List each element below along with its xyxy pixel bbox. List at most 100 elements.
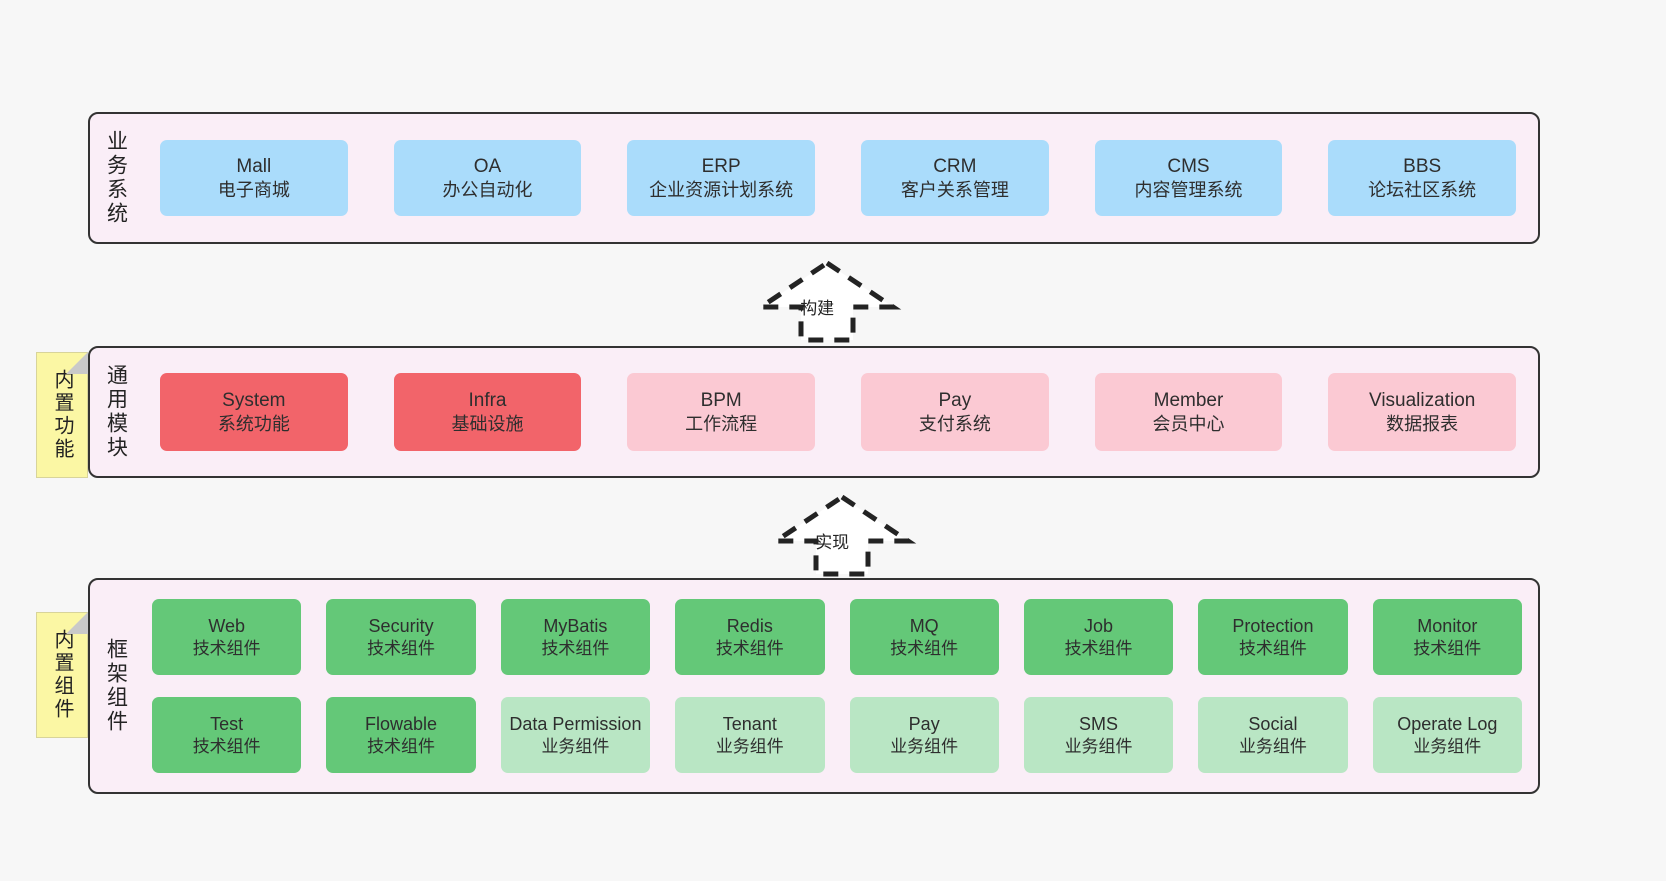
node-label-en: BPM xyxy=(700,389,742,411)
node-label-en: Member xyxy=(1153,389,1224,411)
arrow-implement: 实现 xyxy=(767,493,917,577)
node-label-en: BBS xyxy=(1403,155,1442,177)
node-label-en: Flowable xyxy=(365,713,438,734)
node-label-en: Monitor xyxy=(1417,615,1478,636)
node-pay-module[interactable]: Pay 支付系统 xyxy=(861,373,1049,451)
node-label-cn: 业务组件 xyxy=(715,736,784,756)
node-label-cn: 技术组件 xyxy=(1238,638,1307,658)
node-label-cn: 基础设施 xyxy=(451,413,524,434)
node-label-en: SMS xyxy=(1079,713,1119,734)
node-label-cn: 电子商城 xyxy=(217,179,290,200)
node-label-cn: 会员中心 xyxy=(1152,413,1225,434)
node-label-cn: 技术组件 xyxy=(1413,638,1482,658)
node-label-cn: 业务组件 xyxy=(541,736,610,756)
node-label-cn: 论坛社区系统 xyxy=(1368,179,1477,200)
layer-body-business-systems: Mall 电子商城 OA 办公自动化 ERP 企业资源计划系统 CRM 客户关系… xyxy=(142,114,1538,242)
layer-body-common-modules: System 系统功能 Infra 基础设施 BPM 工作流程 Pay 支付系统… xyxy=(142,348,1538,476)
node-social[interactable]: Social 业务组件 xyxy=(1198,697,1348,773)
node-label-cn: 技术组件 xyxy=(1064,638,1133,658)
node-label-en: System xyxy=(222,389,286,411)
node-redis[interactable]: Redis 技术组件 xyxy=(675,599,825,675)
layer-title-common-modules: 通用模块 xyxy=(104,364,128,460)
node-label-cn: 支付系统 xyxy=(918,413,991,434)
node-crm[interactable]: CRM 客户关系管理 xyxy=(861,140,1049,216)
node-web[interactable]: Web 技术组件 xyxy=(152,599,302,675)
node-bbs[interactable]: BBS 论坛社区系统 xyxy=(1328,140,1516,216)
node-label-en: CMS xyxy=(1167,155,1210,177)
node-label-cn: 内容管理系统 xyxy=(1134,179,1243,200)
node-oa[interactable]: OA 办公自动化 xyxy=(393,140,582,216)
node-label-en: Redis xyxy=(726,615,773,636)
node-label-en: Infra xyxy=(468,389,507,411)
node-erp[interactable]: ERP 企业资源计划系统 xyxy=(627,140,815,216)
node-label-en: CRM xyxy=(933,155,977,177)
node-label-cn: 业务组件 xyxy=(890,736,959,756)
node-label-cn: 数据报表 xyxy=(1386,413,1459,434)
node-label-cn: 技术组件 xyxy=(890,638,959,658)
node-pay-component[interactable]: Pay 业务组件 xyxy=(849,697,999,773)
node-label-cn: 工作流程 xyxy=(685,413,758,434)
node-protection[interactable]: Protection 技术组件 xyxy=(1198,599,1348,675)
node-data-permission[interactable]: Data Permission 业务组件 xyxy=(500,697,651,773)
node-label-cn: 技术组件 xyxy=(192,638,261,658)
layer-framework-components: 框架组件 Web 技术组件 Security 技术组件 MyBatis 技术组件… xyxy=(88,578,1540,794)
node-label-en: Job xyxy=(1084,615,1114,636)
node-cms[interactable]: CMS 内容管理系统 xyxy=(1094,140,1283,216)
node-label-en: Test xyxy=(210,713,244,734)
node-label-cn: 办公自动化 xyxy=(442,179,533,200)
node-job[interactable]: Job 技术组件 xyxy=(1023,599,1174,675)
node-label-cn: 系统功能 xyxy=(217,413,290,434)
node-flowable[interactable]: Flowable 技术组件 xyxy=(326,697,476,773)
node-label-cn: 业务组件 xyxy=(1064,736,1133,756)
node-label-cn: 企业资源计划系统 xyxy=(649,179,794,200)
node-label-cn: 技术组件 xyxy=(715,638,784,658)
layer-business-systems: 业务系统 Mall 电子商城 OA 办公自动化 ERP 企业资源计划系统 CRM… xyxy=(88,112,1540,244)
node-label-cn: 业务组件 xyxy=(1413,736,1482,756)
node-visualization[interactable]: Visualization 数据报表 xyxy=(1328,373,1516,451)
arrow-build-icon xyxy=(752,259,902,343)
node-label-en: Pay xyxy=(938,389,972,411)
node-label-en: Operate Log xyxy=(1397,713,1498,734)
node-member[interactable]: Member 会员中心 xyxy=(1094,373,1283,451)
node-label-en: Social xyxy=(1248,713,1298,734)
node-label-en: Web xyxy=(208,615,246,636)
node-label-en: Visualization xyxy=(1369,389,1476,411)
node-infra[interactable]: Infra 基础设施 xyxy=(393,373,582,451)
node-mall[interactable]: Mall 电子商城 xyxy=(160,140,348,216)
arrow-implement-icon xyxy=(767,493,917,577)
node-mybatis[interactable]: MyBatis 技术组件 xyxy=(500,599,651,675)
node-label-en: Protection xyxy=(1232,615,1314,636)
node-label-en: ERP xyxy=(701,155,741,177)
arrow-build-label: 构建 xyxy=(800,299,835,318)
arrow-build: 构建 xyxy=(752,259,902,343)
sticky-note-builtin-components: 内置组件 xyxy=(36,612,88,738)
node-label-en: Security xyxy=(368,615,434,636)
node-label-en: OA xyxy=(473,155,502,177)
sticky-note-builtin-functions: 内置功能 xyxy=(36,352,88,478)
node-label-cn: 业务组件 xyxy=(1238,736,1307,756)
node-monitor[interactable]: Monitor 技术组件 xyxy=(1372,599,1522,675)
node-label-cn: 技术组件 xyxy=(541,638,610,658)
node-label-cn: 技术组件 xyxy=(367,736,436,756)
node-label-cn: 技术组件 xyxy=(192,736,261,756)
node-label-en: Pay xyxy=(908,713,940,734)
layer-title-framework-components: 框架组件 xyxy=(104,638,128,734)
node-test[interactable]: Test 技术组件 xyxy=(152,697,302,773)
node-security[interactable]: Security 技术组件 xyxy=(326,599,476,675)
node-label-en: MQ xyxy=(909,615,939,636)
node-label-cn: 客户关系管理 xyxy=(900,179,1009,200)
node-sms[interactable]: SMS 业务组件 xyxy=(1023,697,1174,773)
layer-title-business-systems: 业务系统 xyxy=(104,130,128,226)
arrow-implement-label: 实现 xyxy=(815,533,850,552)
node-label-en: Tenant xyxy=(722,713,777,734)
node-tenant[interactable]: Tenant 业务组件 xyxy=(675,697,825,773)
node-mq[interactable]: MQ 技术组件 xyxy=(849,599,999,675)
node-operate-log[interactable]: Operate Log 业务组件 xyxy=(1372,697,1522,773)
node-bpm[interactable]: BPM 工作流程 xyxy=(627,373,815,451)
node-system[interactable]: System 系统功能 xyxy=(160,373,348,451)
node-label-en: Data Permission xyxy=(509,713,642,734)
node-label-en: Mall xyxy=(236,155,272,177)
node-label-cn: 技术组件 xyxy=(367,638,436,658)
node-label-en: MyBatis xyxy=(543,615,608,636)
